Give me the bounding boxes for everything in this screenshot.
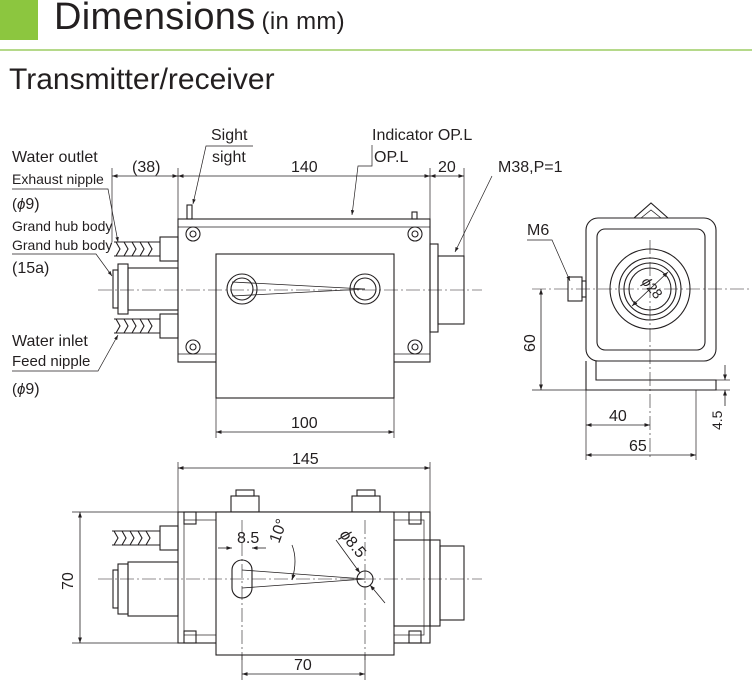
dim-height: 60 bbox=[522, 334, 539, 352]
end-view bbox=[527, 202, 752, 460]
outlet-dia-value: 9 bbox=[25, 196, 34, 213]
exhaust-nipple-label: Exhaust nipple bbox=[12, 171, 104, 187]
indicator-label-2: OP.L bbox=[374, 149, 409, 166]
side-front-plate bbox=[215, 253, 395, 399]
grand-hub-label-2: Grand hub body bbox=[12, 237, 112, 253]
dim-body-length: 140 bbox=[291, 159, 318, 176]
side-lens-barrel bbox=[429, 243, 439, 333]
water-outlet-label: Water outlet bbox=[12, 149, 98, 166]
dim-lens-length: 20 bbox=[438, 159, 456, 176]
grand-hub-size: (15a) bbox=[12, 260, 49, 277]
inlet-dia-label: (ϕ9) bbox=[12, 381, 40, 398]
page-title-unit: (in mm) bbox=[261, 8, 345, 35]
feed-nipple-label: Feed nipple bbox=[12, 353, 90, 370]
dim-plate-width: 100 bbox=[291, 415, 318, 432]
dim-slot-width: 8.5 bbox=[237, 530, 259, 547]
dim-thickness: 4.5 bbox=[709, 410, 725, 430]
grand-hub-label: Grand hub body bbox=[12, 218, 112, 234]
section-title: Transmitter/receiver bbox=[9, 63, 275, 96]
outlet-nipple bbox=[114, 236, 179, 262]
header-rule bbox=[0, 49, 752, 51]
dim-base-width: 65 bbox=[629, 438, 647, 455]
sight-label: Sight bbox=[211, 127, 248, 144]
top-view bbox=[72, 462, 482, 680]
dim-left-offset: (38) bbox=[132, 159, 160, 176]
indicator-label: Indicator OP.L bbox=[372, 127, 472, 144]
header-bar: Dimensions(in mm) bbox=[0, 0, 752, 52]
dim-width: 70 bbox=[60, 572, 77, 590]
inlet-dia-value: 9 bbox=[25, 381, 34, 398]
side-screws bbox=[185, 226, 423, 355]
page-title-text: Dimensions bbox=[54, 0, 256, 38]
inlet-nipple bbox=[114, 313, 179, 339]
outlet-dia-label: (ϕ9) bbox=[12, 196, 40, 213]
dim-overall-length: 145 bbox=[292, 451, 319, 468]
grand-hub bbox=[112, 263, 179, 315]
end-view-labels: M6 ϕ28 60 40 65 4.5 bbox=[522, 222, 725, 455]
dim-hole-spacing: 70 bbox=[294, 657, 312, 674]
sight-label-2: sight bbox=[212, 149, 246, 166]
section-accent-block bbox=[0, 0, 38, 40]
m6-label: M6 bbox=[527, 222, 549, 239]
water-inlet-label: Water inlet bbox=[12, 333, 88, 350]
page-title: Dimensions(in mm) bbox=[54, 0, 345, 39]
dim-bracket-offset: 40 bbox=[609, 408, 627, 425]
thread-label: M38,P=1 bbox=[498, 159, 563, 176]
side-view-labels: Sight sight Indicator OP.L OP.L (38) 140… bbox=[12, 127, 563, 432]
side-view bbox=[12, 145, 493, 438]
